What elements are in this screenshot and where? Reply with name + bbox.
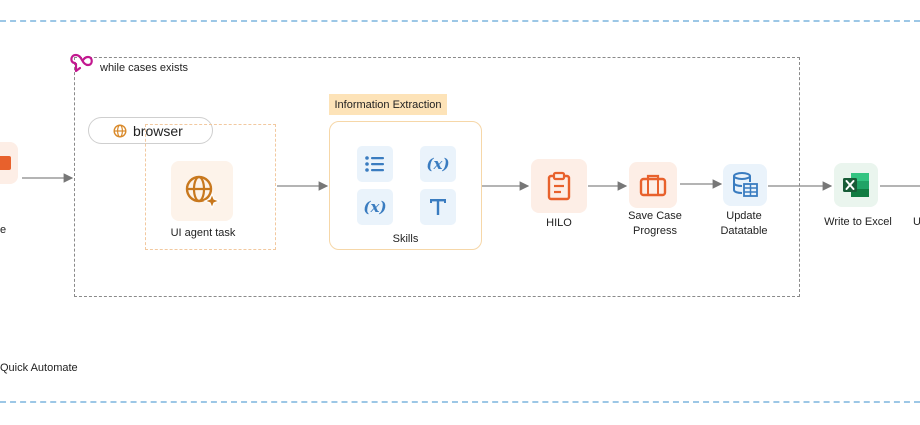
skills-label: Skills [392,233,419,245]
bottom-separator [0,401,920,403]
quick-automate-label: Quick Automate [0,362,78,374]
text-icon [420,189,456,225]
information-extraction-badge: Information Extraction [329,94,447,115]
ui-agent-task-label: UI agent task [170,227,236,239]
write-to-excel-node[interactable] [834,163,878,207]
skills-container[interactable] [329,121,482,250]
label-line: Datatable [720,225,768,237]
hilo-label: HILO [546,217,572,229]
label-line: Update [726,210,762,222]
variable-icon: (x) [357,189,393,225]
hilo-node[interactable] [531,159,587,213]
update-datatable-node[interactable] [723,164,767,206]
globe-sparkle-icon [183,172,221,210]
label-line: Save Case [628,210,682,222]
ui-agent-container [145,124,276,250]
node-icon [0,156,11,170]
left-partial-node[interactable] [0,142,18,184]
top-separator [0,20,920,22]
database-table-icon [731,171,759,199]
write-to-excel-label: Write to Excel [824,216,892,228]
save-case-progress-label: Save Case Progress [613,209,697,239]
variable-icon: (x) [420,146,456,182]
svg-text:(x): (x) [426,155,449,173]
clipboard-icon [546,171,572,201]
globe-icon [113,123,127,138]
loop-icon [69,51,95,75]
update-datatable-label: Update Datatable [702,209,786,239]
loop-label: while cases exists [100,62,189,74]
label-line: Progress [632,225,678,237]
briefcase-icon [639,173,667,197]
left-partial-label: e [0,224,7,236]
right-partial-label: U [913,216,920,228]
ui-agent-task-node[interactable] [171,161,233,221]
svg-text:(x): (x) [363,198,386,216]
save-case-progress-node[interactable] [629,162,677,208]
excel-icon [841,171,871,199]
loop-container [74,57,800,297]
list-icon [357,146,393,182]
